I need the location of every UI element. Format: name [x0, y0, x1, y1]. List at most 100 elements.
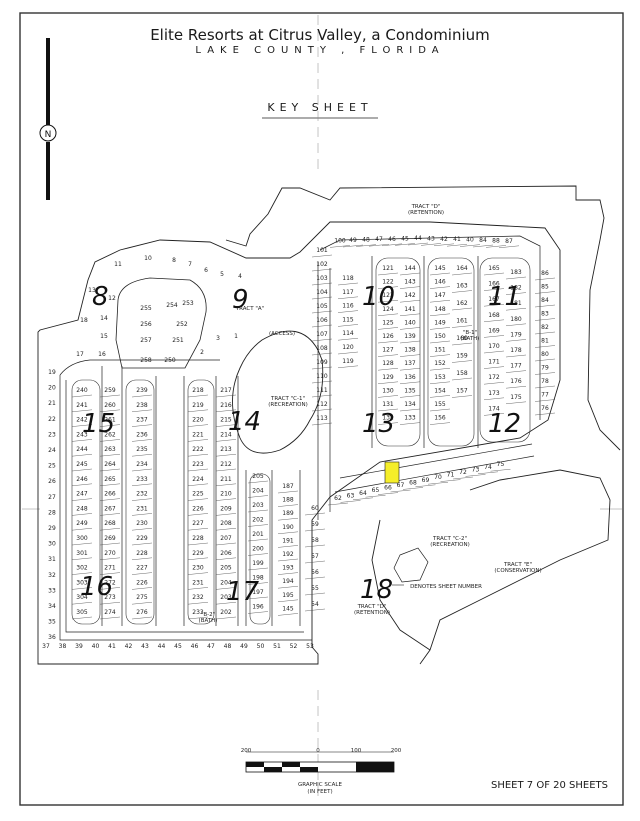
lot-label: 230 [192, 565, 204, 572]
lot-label: 108 [316, 345, 328, 352]
sheet-number-16: 16 [80, 572, 113, 602]
lot-line [99, 409, 121, 412]
sheet-number-17: 17 [226, 577, 260, 607]
lot-line [99, 439, 121, 442]
lot-label: 47 [375, 236, 383, 243]
lot-line [483, 304, 505, 307]
lot-line [429, 408, 451, 412]
lot-label: 18 [80, 317, 88, 324]
lot-label: 226 [136, 579, 148, 586]
lot-line [304, 528, 326, 532]
lot-line [131, 468, 153, 472]
lot-line [459, 244, 481, 247]
lot-label: 220 [192, 417, 204, 424]
lot-line [340, 500, 361, 503]
cul-de-sac-block [115, 277, 207, 369]
lot-label: 154 [434, 387, 446, 394]
lot-line [399, 408, 421, 412]
lot-label: 233 [192, 609, 204, 616]
lot-label: 36 [48, 634, 56, 641]
lot-line [247, 596, 269, 600]
lot-label: 134 [404, 401, 416, 408]
lot-line [247, 611, 269, 614]
lot-label: 275 [136, 594, 148, 601]
sheet-number-10: 10 [362, 282, 395, 312]
lot-label: 121 [382, 265, 394, 272]
lot-label: 127 [382, 347, 394, 354]
lot-line [337, 324, 359, 327]
lot-line [429, 395, 451, 398]
lot-label: 173 [488, 390, 500, 397]
lot-label: 226 [192, 505, 204, 512]
lot-line [71, 513, 93, 516]
lot-line [377, 313, 399, 316]
tract-name: TRACT "D" [411, 204, 441, 210]
lot-label: 136 [404, 374, 416, 381]
lot-label: 13 [88, 287, 96, 294]
lot-label: 155 [434, 401, 446, 408]
lot-line [99, 587, 121, 590]
lot-label: 27 [48, 494, 56, 501]
lot-line [415, 484, 436, 487]
lot-line [429, 354, 451, 357]
lot-line [377, 395, 399, 398]
lot-label: 146 [434, 279, 446, 286]
lot-line [247, 582, 269, 585]
lot-label: 38 [59, 643, 67, 650]
lot-line [394, 243, 416, 246]
lot-label: 180 [510, 316, 522, 323]
lot-line [534, 399, 556, 402]
lot-label: 255 [140, 305, 152, 312]
lot-line [187, 424, 209, 427]
lot-label: 120 [342, 344, 354, 351]
lot-line [99, 498, 121, 501]
tract-c1-recreation [232, 330, 324, 454]
lot-line [277, 518, 299, 521]
lot-label: 113 [316, 415, 328, 422]
lot-line [451, 325, 473, 328]
lot-label: 80 [541, 351, 549, 358]
lot-label: 37 [42, 643, 50, 650]
lot-line [377, 408, 399, 412]
graphic-scale: 200 0 100 200 GRAPHIC SCALE (IN FEET) [241, 748, 402, 795]
lot-line [337, 296, 359, 299]
lot-line [505, 308, 527, 311]
lot-label: 48 [224, 643, 232, 650]
lot-label: 123 [382, 292, 394, 299]
lot-line [377, 272, 399, 276]
lot-line [451, 377, 473, 381]
lot-line [390, 489, 411, 493]
lot-line [311, 352, 333, 356]
lot-line [483, 397, 505, 400]
lot-label: 29 [48, 525, 56, 532]
lot-line [377, 327, 399, 330]
lot-label: 248 [76, 505, 88, 512]
lot-label: 11 [114, 261, 122, 268]
lot-line [337, 351, 359, 355]
lot-label: 210 [220, 491, 232, 498]
lot-line [247, 553, 269, 556]
lot-line [368, 244, 390, 247]
lot-label: 233 [136, 476, 148, 483]
lot-line [399, 381, 421, 384]
lot-line [402, 487, 424, 490]
lot-line [187, 439, 209, 442]
lot-label: 22 [48, 416, 56, 423]
lot-label: 132 [382, 415, 394, 422]
lot-label: 202 [220, 609, 232, 616]
lot-label: 194 [282, 578, 294, 585]
lot-label: 177 [510, 363, 522, 370]
lot-label: 199 [252, 560, 264, 567]
lot-label: 114 [342, 330, 354, 337]
lot-line [99, 394, 121, 398]
lot-label: 107 [316, 331, 328, 338]
lot-label: 62 [334, 495, 342, 502]
lot-label: 49 [240, 643, 248, 650]
tract-name: TRACT "C-2" [432, 536, 467, 542]
lot-label: 169 [488, 327, 500, 334]
lot-label: 51 [273, 643, 281, 650]
lot-label: 272 [104, 579, 116, 586]
lot-line [534, 412, 556, 416]
lot-label: 247 [76, 491, 88, 498]
